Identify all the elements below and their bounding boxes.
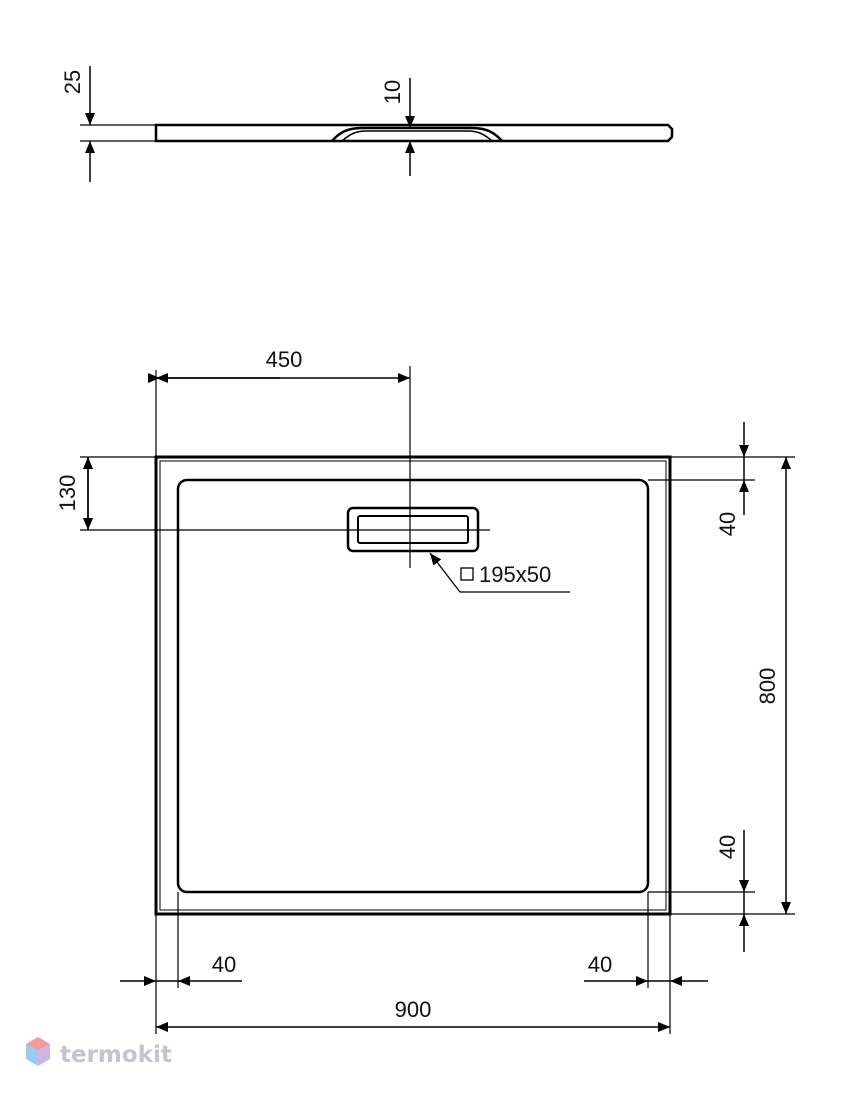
- side-view: [80, 66, 674, 182]
- overall-width-label: 900: [395, 997, 432, 1022]
- square-symbol: [460, 567, 474, 581]
- drain-recess: [331, 126, 503, 142]
- drain-depth-label: 10: [380, 80, 405, 104]
- drain-size-label: 195x50: [479, 562, 551, 587]
- drain-size-leader: [429, 552, 570, 593]
- rim-right-label: 40: [588, 952, 612, 977]
- thickness-label: 25: [60, 70, 85, 94]
- drain-offset-label: 450: [266, 347, 303, 372]
- plan-view: [80, 366, 795, 1034]
- termokit-logo-icon: [26, 1037, 50, 1066]
- watermark: termokit: [26, 1037, 172, 1068]
- rim-top-label: 40: [715, 512, 740, 536]
- drain-from-top-label: 130: [55, 475, 80, 512]
- overall-depth-label: 800: [755, 668, 780, 705]
- inner-basin: [176, 478, 650, 894]
- rim-bottom-label: 40: [715, 835, 740, 859]
- watermark-text: termokit: [60, 1042, 172, 1068]
- tray-outline: [154, 455, 672, 916]
- rim-left-label: 40: [212, 952, 236, 977]
